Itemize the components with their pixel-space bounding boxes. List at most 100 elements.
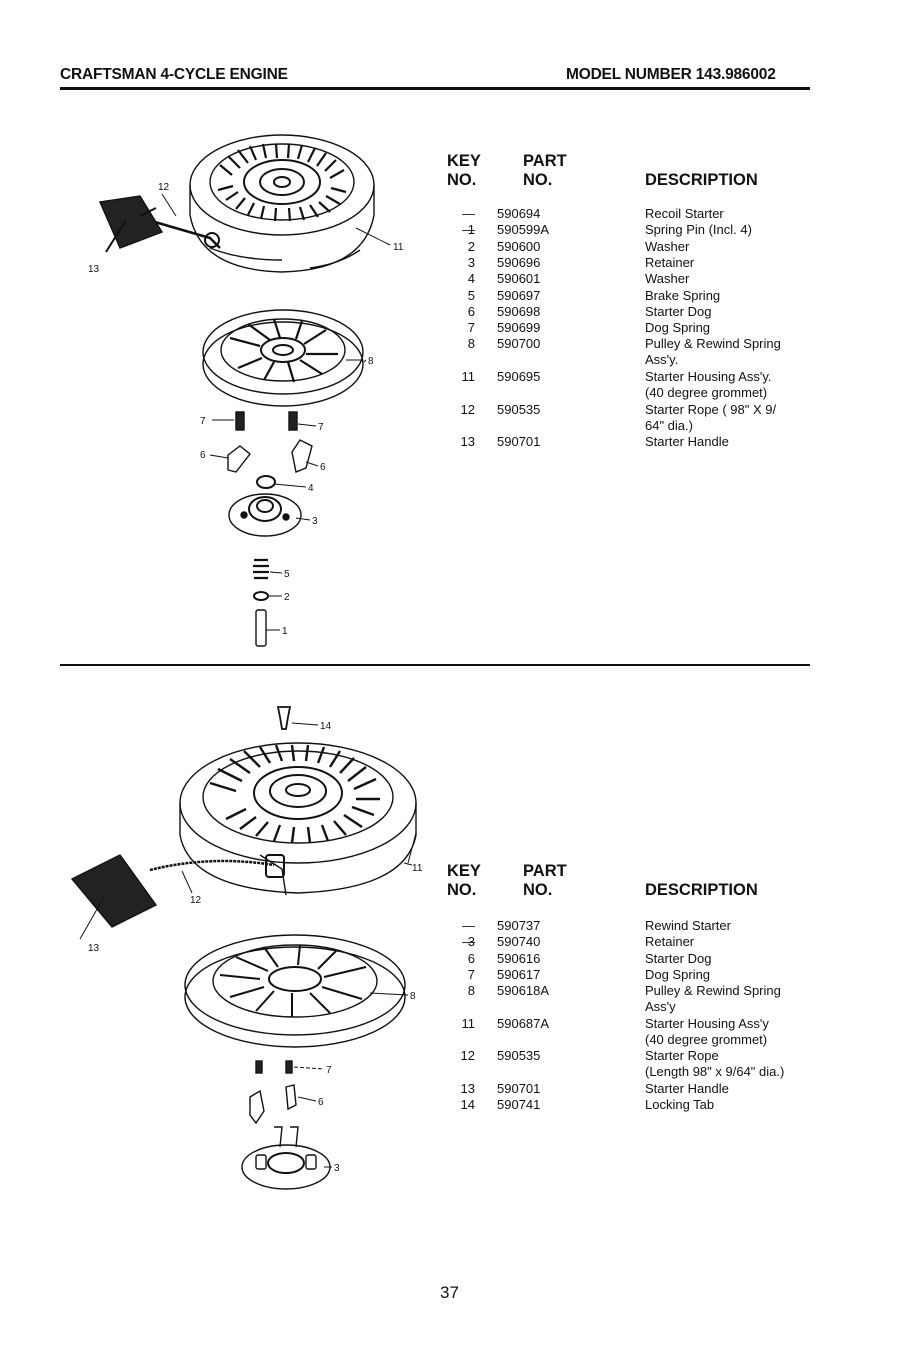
section2-callout-labels: 14 11 12 13 8 7 6 3 xyxy=(88,721,423,1174)
key-number: 4 xyxy=(467,271,475,287)
key-number: 12 xyxy=(460,401,475,417)
description-line: Dog Spring xyxy=(645,966,711,982)
part-number: 590616 xyxy=(497,950,541,966)
page-number: 37 xyxy=(440,1283,459,1302)
callout-label: 12 xyxy=(158,182,170,193)
part-description: Retainer xyxy=(645,934,815,950)
table-row: 3 590740 Retainer xyxy=(447,934,847,950)
callout-label: 13 xyxy=(88,943,100,954)
key-number: 2 xyxy=(467,238,475,254)
part-description: Retainer xyxy=(645,255,815,271)
part-number: 590741 xyxy=(497,1097,541,1113)
part-description: Starter Dog xyxy=(645,951,815,967)
table-row: 14 590741 Locking Tab xyxy=(447,1097,847,1113)
part-number: 590535 xyxy=(497,1048,541,1064)
key-number: 14 xyxy=(460,1097,475,1113)
part-number: 590617 xyxy=(497,966,541,982)
description-line: Spring Pin (Incl. 4) xyxy=(645,222,752,238)
part-description: Washer xyxy=(645,239,815,255)
description-line: Washer xyxy=(645,238,690,254)
table-row: 12 590535 Starter Rope ( 98" X 9/64" dia.) xyxy=(447,401,847,433)
recoil-starter-exploded-diagram: 12 13 11 8 7 7 6 6 4 3 5 2 1 xyxy=(60,120,420,660)
part-description: Brake Spring xyxy=(645,288,815,304)
key-number: 12 xyxy=(460,1048,475,1064)
part-number: 590740 xyxy=(497,934,541,950)
description-line: Starter Rope ( 98" X 9/ xyxy=(645,401,777,417)
description-line: Ass'y. xyxy=(645,352,679,368)
part-description: Starter Housing Ass'y(40 degree grommet) xyxy=(645,1016,815,1048)
description-line: Starter Dog xyxy=(645,950,712,966)
section-divider xyxy=(60,664,810,666)
table-row: 5 590697 Brake Spring xyxy=(447,288,847,304)
callout-label: 2 xyxy=(284,592,290,603)
key-number: — — xyxy=(462,206,475,237)
part-number: 590599A xyxy=(497,222,550,238)
description-line: Recoil Starter xyxy=(645,206,724,221)
table-row: 6 590616 Starter Dog xyxy=(447,951,847,967)
part-description: Rewind Starter xyxy=(645,918,815,934)
manual-title: CRAFTSMAN 4-CYCLE ENGINE xyxy=(60,66,288,83)
starter-rope-and-handle-drawing xyxy=(98,195,221,253)
description-line: Starter Rope xyxy=(645,1048,719,1064)
callout-label: 7 xyxy=(318,422,324,433)
callout-label: 8 xyxy=(368,356,374,367)
description-line: Washer xyxy=(645,271,690,287)
part-number: 590701 xyxy=(497,1081,541,1096)
part-number: 590535 xyxy=(497,401,541,417)
description-line: Locking Tab xyxy=(645,1097,715,1113)
callout-label: 6 xyxy=(318,1097,324,1108)
callout-label: 6 xyxy=(200,450,206,461)
callout-label: 7 xyxy=(326,1065,332,1076)
callout-label: 7 xyxy=(200,416,206,427)
key-number: 5 xyxy=(467,287,475,303)
callout-label: 4 xyxy=(308,483,314,494)
table-row: 7 590617 Dog Spring xyxy=(447,967,847,983)
part-description: Dog Spring xyxy=(645,967,815,983)
key-number: 6 xyxy=(467,950,475,966)
part-number: 590697 xyxy=(497,287,541,303)
dog-springs-drawing xyxy=(235,411,298,431)
key-number: 7 xyxy=(467,966,475,982)
part-description: Washer xyxy=(645,271,815,287)
callout-label: 6 xyxy=(320,462,326,473)
callout-label: 14 xyxy=(320,721,332,732)
callout-label: 3 xyxy=(312,516,318,527)
description-line: Starter Dog xyxy=(645,303,712,319)
description-line: Starter Handle xyxy=(645,1081,729,1096)
description-line: Pulley & Rewind Spring xyxy=(645,336,781,352)
part-number: 590701 xyxy=(497,434,541,450)
part-description: Starter Rope ( 98" X 9/64" dia.) xyxy=(645,402,815,434)
callout-label: 5 xyxy=(284,569,290,580)
pulley-drawing xyxy=(184,934,409,1048)
part-number: 590700 xyxy=(497,336,541,352)
key-no-header: KEY NO. xyxy=(447,152,481,189)
key-number: 11 xyxy=(461,369,476,384)
brake-spring-drawing xyxy=(253,558,269,580)
starter-dogs-drawing xyxy=(227,439,313,473)
part-description: Starter Housing Ass'y.(40 degree grommet… xyxy=(645,369,815,401)
description-line: (40 degree grommet) xyxy=(645,385,768,400)
callout-label: 12 xyxy=(190,895,202,906)
key-number: 8 xyxy=(467,983,475,999)
part-description: Starter Dog xyxy=(645,304,815,320)
part-no-header: PART NO. xyxy=(523,862,567,899)
part-number: 590699 xyxy=(497,320,541,336)
callout-label: 11 xyxy=(393,242,404,253)
description-line: Brake Spring xyxy=(645,287,721,303)
part-no-header: PART NO. xyxy=(523,152,567,189)
key-number: 3 xyxy=(467,934,475,950)
retainer-drawing xyxy=(228,493,302,537)
part-number: 590698 xyxy=(497,303,541,319)
header-rule xyxy=(60,87,810,90)
